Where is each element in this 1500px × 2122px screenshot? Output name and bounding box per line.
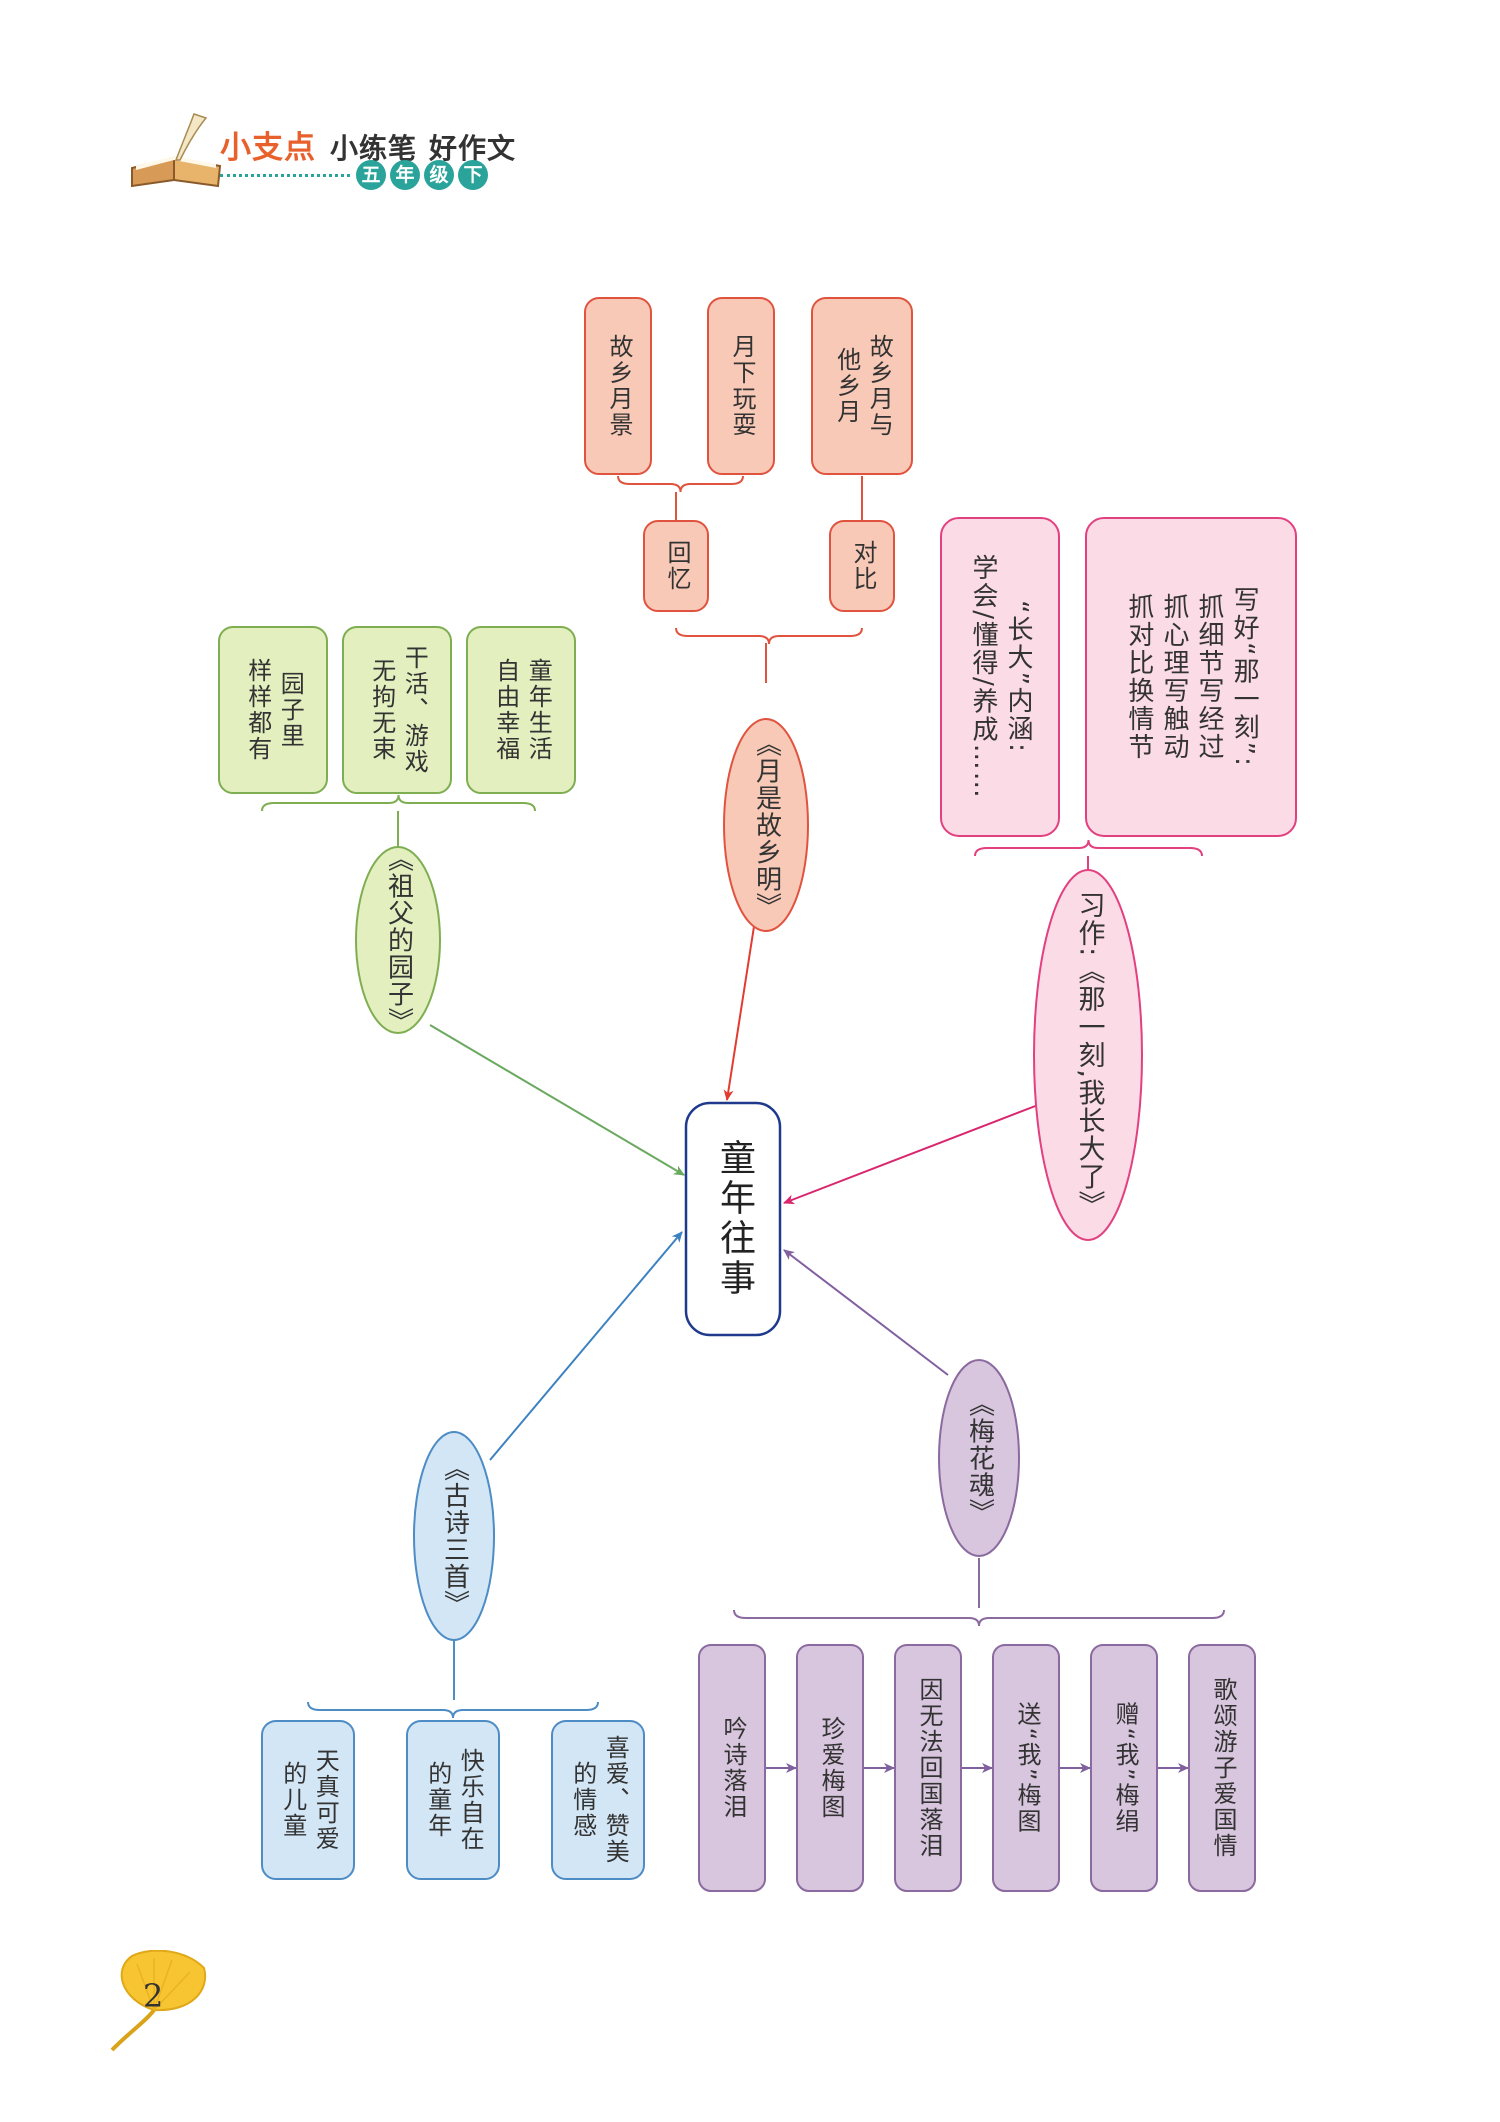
- branch-plum-label: 《梅花魂》: [965, 1391, 995, 1526]
- mid-moon-text: 对比: [849, 540, 877, 592]
- header-title: 小支点小练笔好作文: [220, 122, 516, 167]
- leaf-plum-box: [894, 1644, 962, 1892]
- leaf-plum-text: 送“我”梅图: [1013, 1702, 1041, 1835]
- leaf-moon-box: [707, 297, 775, 475]
- center-node-box: [684, 1101, 782, 1337]
- leaf-poems-text: 的童年: [424, 1761, 452, 1839]
- leaf-poems-box: [551, 1720, 645, 1880]
- branch-moment-label: 习作:《那一刻,我长大了》: [1074, 891, 1106, 1219]
- leaf-moon-text: 月下玩耍: [728, 334, 756, 438]
- leaf-poems-box: [406, 1720, 500, 1880]
- connector-layer: [261, 475, 1225, 1773]
- leaf-garden-text: 自由幸福: [492, 658, 520, 762]
- leaf-plum-box: [1188, 1644, 1256, 1892]
- brace-moon-recall: [617, 475, 744, 493]
- leaf-poems-text: 天真可爱: [311, 1748, 339, 1852]
- leaf-plum-text: 吟诗落泪: [719, 1716, 747, 1820]
- leaf-moon-text: 故乡月景: [605, 334, 633, 438]
- leaf-poems-text: 的情感: [569, 1761, 597, 1839]
- leaf-garden-text: 园子里: [276, 671, 304, 749]
- leaf-plum-text: 歌颂游子爱国情: [1209, 1677, 1237, 1859]
- leaf-garden-text: 无拘无束: [368, 658, 396, 762]
- header-subtitle-1: 小练笔: [330, 132, 418, 165]
- leaf-plum-text: 因无法回国落泪: [915, 1677, 943, 1859]
- page-number: 2: [143, 1977, 164, 2015]
- connector-moment: [783, 1104, 1039, 1205]
- branch-plum-oval: [938, 1359, 1020, 1557]
- mid-moon-text: 回忆: [663, 540, 691, 592]
- branch-garden-oval: [355, 846, 441, 1034]
- branch-poems-label: 《古诗三首》: [440, 1455, 470, 1617]
- leaf-moment-text: 写好“那一刻”:: [1229, 586, 1259, 768]
- leaf-moment-box: [940, 517, 1060, 837]
- leaf-moment-text: “长大”内涵:: [1003, 600, 1033, 754]
- leaf-garden-text: 干活、游戏: [400, 645, 428, 775]
- grade-char: 年: [390, 160, 420, 190]
- brace-moon: [675, 627, 863, 645]
- leaf-garden-box: [342, 626, 452, 794]
- grade-char: 下: [458, 160, 488, 190]
- connector-poems: [489, 1231, 683, 1461]
- mid-moon-box: [643, 520, 709, 612]
- brace-plum: [733, 1609, 1225, 1627]
- leaf-moon-text: 故乡月与: [865, 334, 893, 438]
- ginkgo-leaf-icon: [110, 1950, 207, 2052]
- leaf-moment-box: [1085, 517, 1297, 837]
- branch-poems-oval: [413, 1431, 495, 1641]
- brace-poems: [307, 1701, 599, 1719]
- header-dotted-rule: [220, 174, 350, 177]
- brace-moment: [974, 839, 1203, 857]
- book-quill-icon: [131, 113, 222, 188]
- mid-moon-box: [829, 520, 895, 612]
- leaf-moment-text: 抓心理写触动: [1159, 593, 1189, 761]
- center-node-label: 童年往事: [714, 1139, 755, 1299]
- leaf-poems-text: 的儿童: [279, 1761, 307, 1839]
- leaf-plum-box: [1090, 1644, 1158, 1892]
- branch-moon-oval: [723, 718, 809, 932]
- branch-garden-label: 《祖父的园子》: [384, 846, 414, 1035]
- leaf-poems-box: [261, 1720, 355, 1880]
- brand-name: 小支点: [220, 130, 316, 166]
- leaf-plum-box: [992, 1644, 1060, 1892]
- branch-moon-label: 《月是故乡明》: [752, 731, 782, 920]
- brace-garden: [261, 794, 536, 812]
- leaf-garden-box: [218, 626, 328, 794]
- header-subtitle-2: 好作文: [429, 132, 517, 165]
- grade-char: 五: [356, 160, 386, 190]
- leaf-moment-text: 抓细节写经过: [1194, 593, 1224, 761]
- leaf-garden-text: 样样都有: [244, 658, 272, 762]
- leaf-garden-box: [466, 626, 576, 794]
- leaf-plum-text: 赠“我”梅绢: [1111, 1702, 1139, 1835]
- leaf-moment-text: 抓对比换情节: [1124, 593, 1154, 761]
- leaf-moon-text: 他乡月: [833, 347, 861, 425]
- leaf-plum-box: [698, 1644, 766, 1892]
- grade-badges: 五 年 级 下: [356, 160, 488, 190]
- leaf-poems-text: 快乐自在: [456, 1748, 484, 1852]
- leaf-moment-text: 学会/懂得/养成……: [968, 554, 998, 800]
- connector-moon: [723, 919, 756, 1101]
- leaf-poems-text: 喜爱、赞美: [601, 1735, 629, 1865]
- leaf-garden-text: 童年生活: [524, 658, 552, 762]
- leaf-moon-box: [811, 297, 913, 475]
- leaf-plum-text: 珍爱梅图: [817, 1716, 845, 1820]
- leaf-plum-box: [796, 1644, 864, 1892]
- connector-plum: [783, 1249, 949, 1376]
- leaf-moon-box: [584, 297, 652, 475]
- branch-moment-oval: [1033, 869, 1143, 1241]
- connector-garden: [429, 1024, 685, 1176]
- grade-char: 级: [424, 160, 454, 190]
